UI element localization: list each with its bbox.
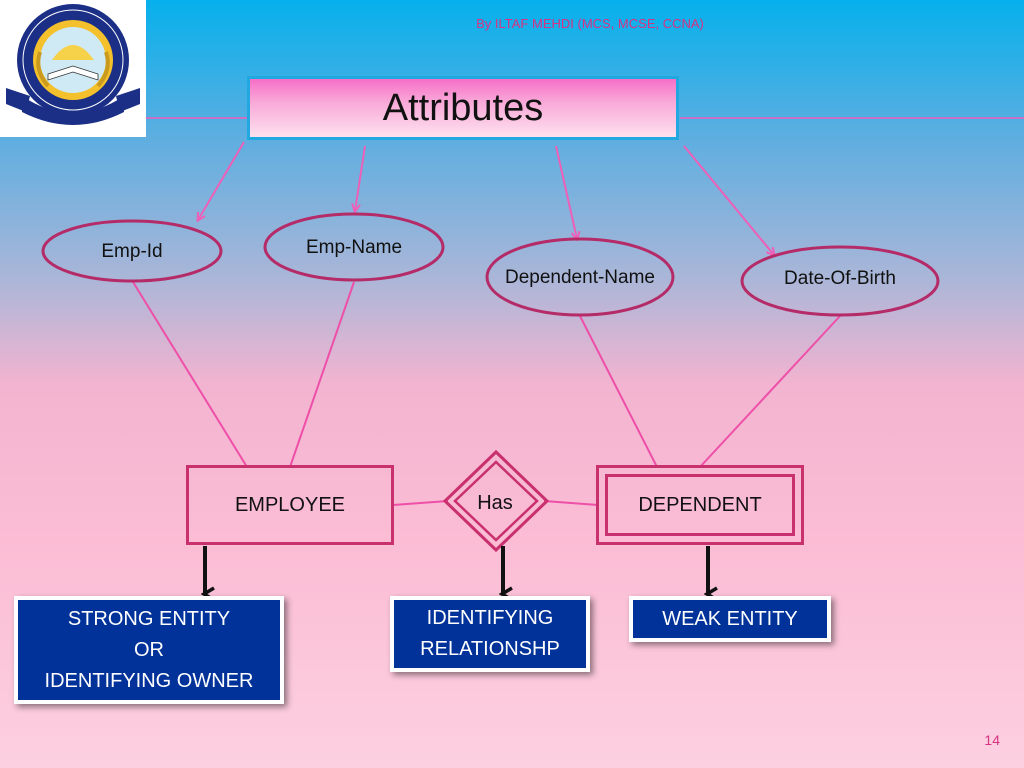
author-byline: By ILTAF MEHDI (MCS, MCSE, CCNA)	[476, 16, 704, 31]
attribute-emp-name: Emp-Name	[270, 216, 438, 278]
slide-title: Attributes	[382, 86, 544, 129]
entity-employee-label: EMPLOYEE	[234, 493, 346, 516]
entity-dependent-inner-border	[605, 474, 795, 536]
strong-entity-line-3: IDENTIFYING OWNER	[44, 669, 254, 692]
page-number: 14	[984, 732, 1000, 748]
line-emp-name-employee	[289, 281, 355, 468]
logo	[0, 0, 146, 137]
line-dependent-name-dependent	[579, 315, 658, 468]
arrow-to-dependent-name	[555, 145, 577, 239]
attribute-dependent-name: Dependent-Name	[505, 243, 655, 311]
attribute-dependent-name-label: Dependent-Name	[505, 266, 655, 288]
line-date-of-birth-dependent	[699, 315, 841, 468]
institute-seal-icon	[6, 4, 140, 125]
weak-entity-note: WEAK ENTITY	[629, 596, 831, 642]
emp-name-ellipse	[263, 212, 445, 282]
strong-entity-line-1: STRONG ENTITY	[67, 607, 231, 630]
has-diamond-inner	[453, 460, 539, 542]
arrow-to-emp-id	[198, 141, 245, 220]
has-diamond-outer	[442, 449, 550, 553]
attribute-date-of-birth: Date-Of-Birth	[745, 250, 935, 306]
date-of-birth-ellipse	[740, 245, 940, 317]
identifying-line-1: IDENTIFYING	[426, 607, 554, 629]
attribute-emp-name-label: Emp-Name	[305, 236, 403, 258]
line-emp-id-employee	[132, 281, 248, 468]
relationship-has-label: Has	[477, 492, 513, 514]
entity-employee: EMPLOYEE	[186, 465, 394, 545]
line-employee-has	[392, 500, 449, 506]
arrow-to-date-of-birth	[683, 145, 774, 255]
attribute-emp-id-label: Emp-Id	[101, 240, 163, 262]
line-has-dependent	[543, 500, 599, 506]
strong-entity-note: STRONG ENTITY OR IDENTIFYING OWNER	[14, 596, 284, 704]
identifying-relationship-note: IDENTIFYING RELATIONSHP	[390, 596, 590, 672]
attribute-emp-id: Emp-Id	[48, 224, 216, 278]
arrow-to-emp-name	[355, 145, 366, 211]
entity-dependent-label: DEPENDENT	[638, 493, 762, 516]
entity-dependent: DEPENDENT	[596, 465, 804, 545]
title-box: Attributes	[247, 76, 679, 140]
strong-entity-line-2: OR	[134, 638, 164, 661]
weak-entity-label: WEAK ENTITY	[662, 607, 798, 630]
identifying-line-2: RELATIONSHP	[420, 638, 560, 660]
emp-id-ellipse	[41, 219, 223, 283]
attribute-date-of-birth-label: Date-Of-Birth	[784, 267, 896, 289]
dependent-name-ellipse	[485, 237, 675, 317]
